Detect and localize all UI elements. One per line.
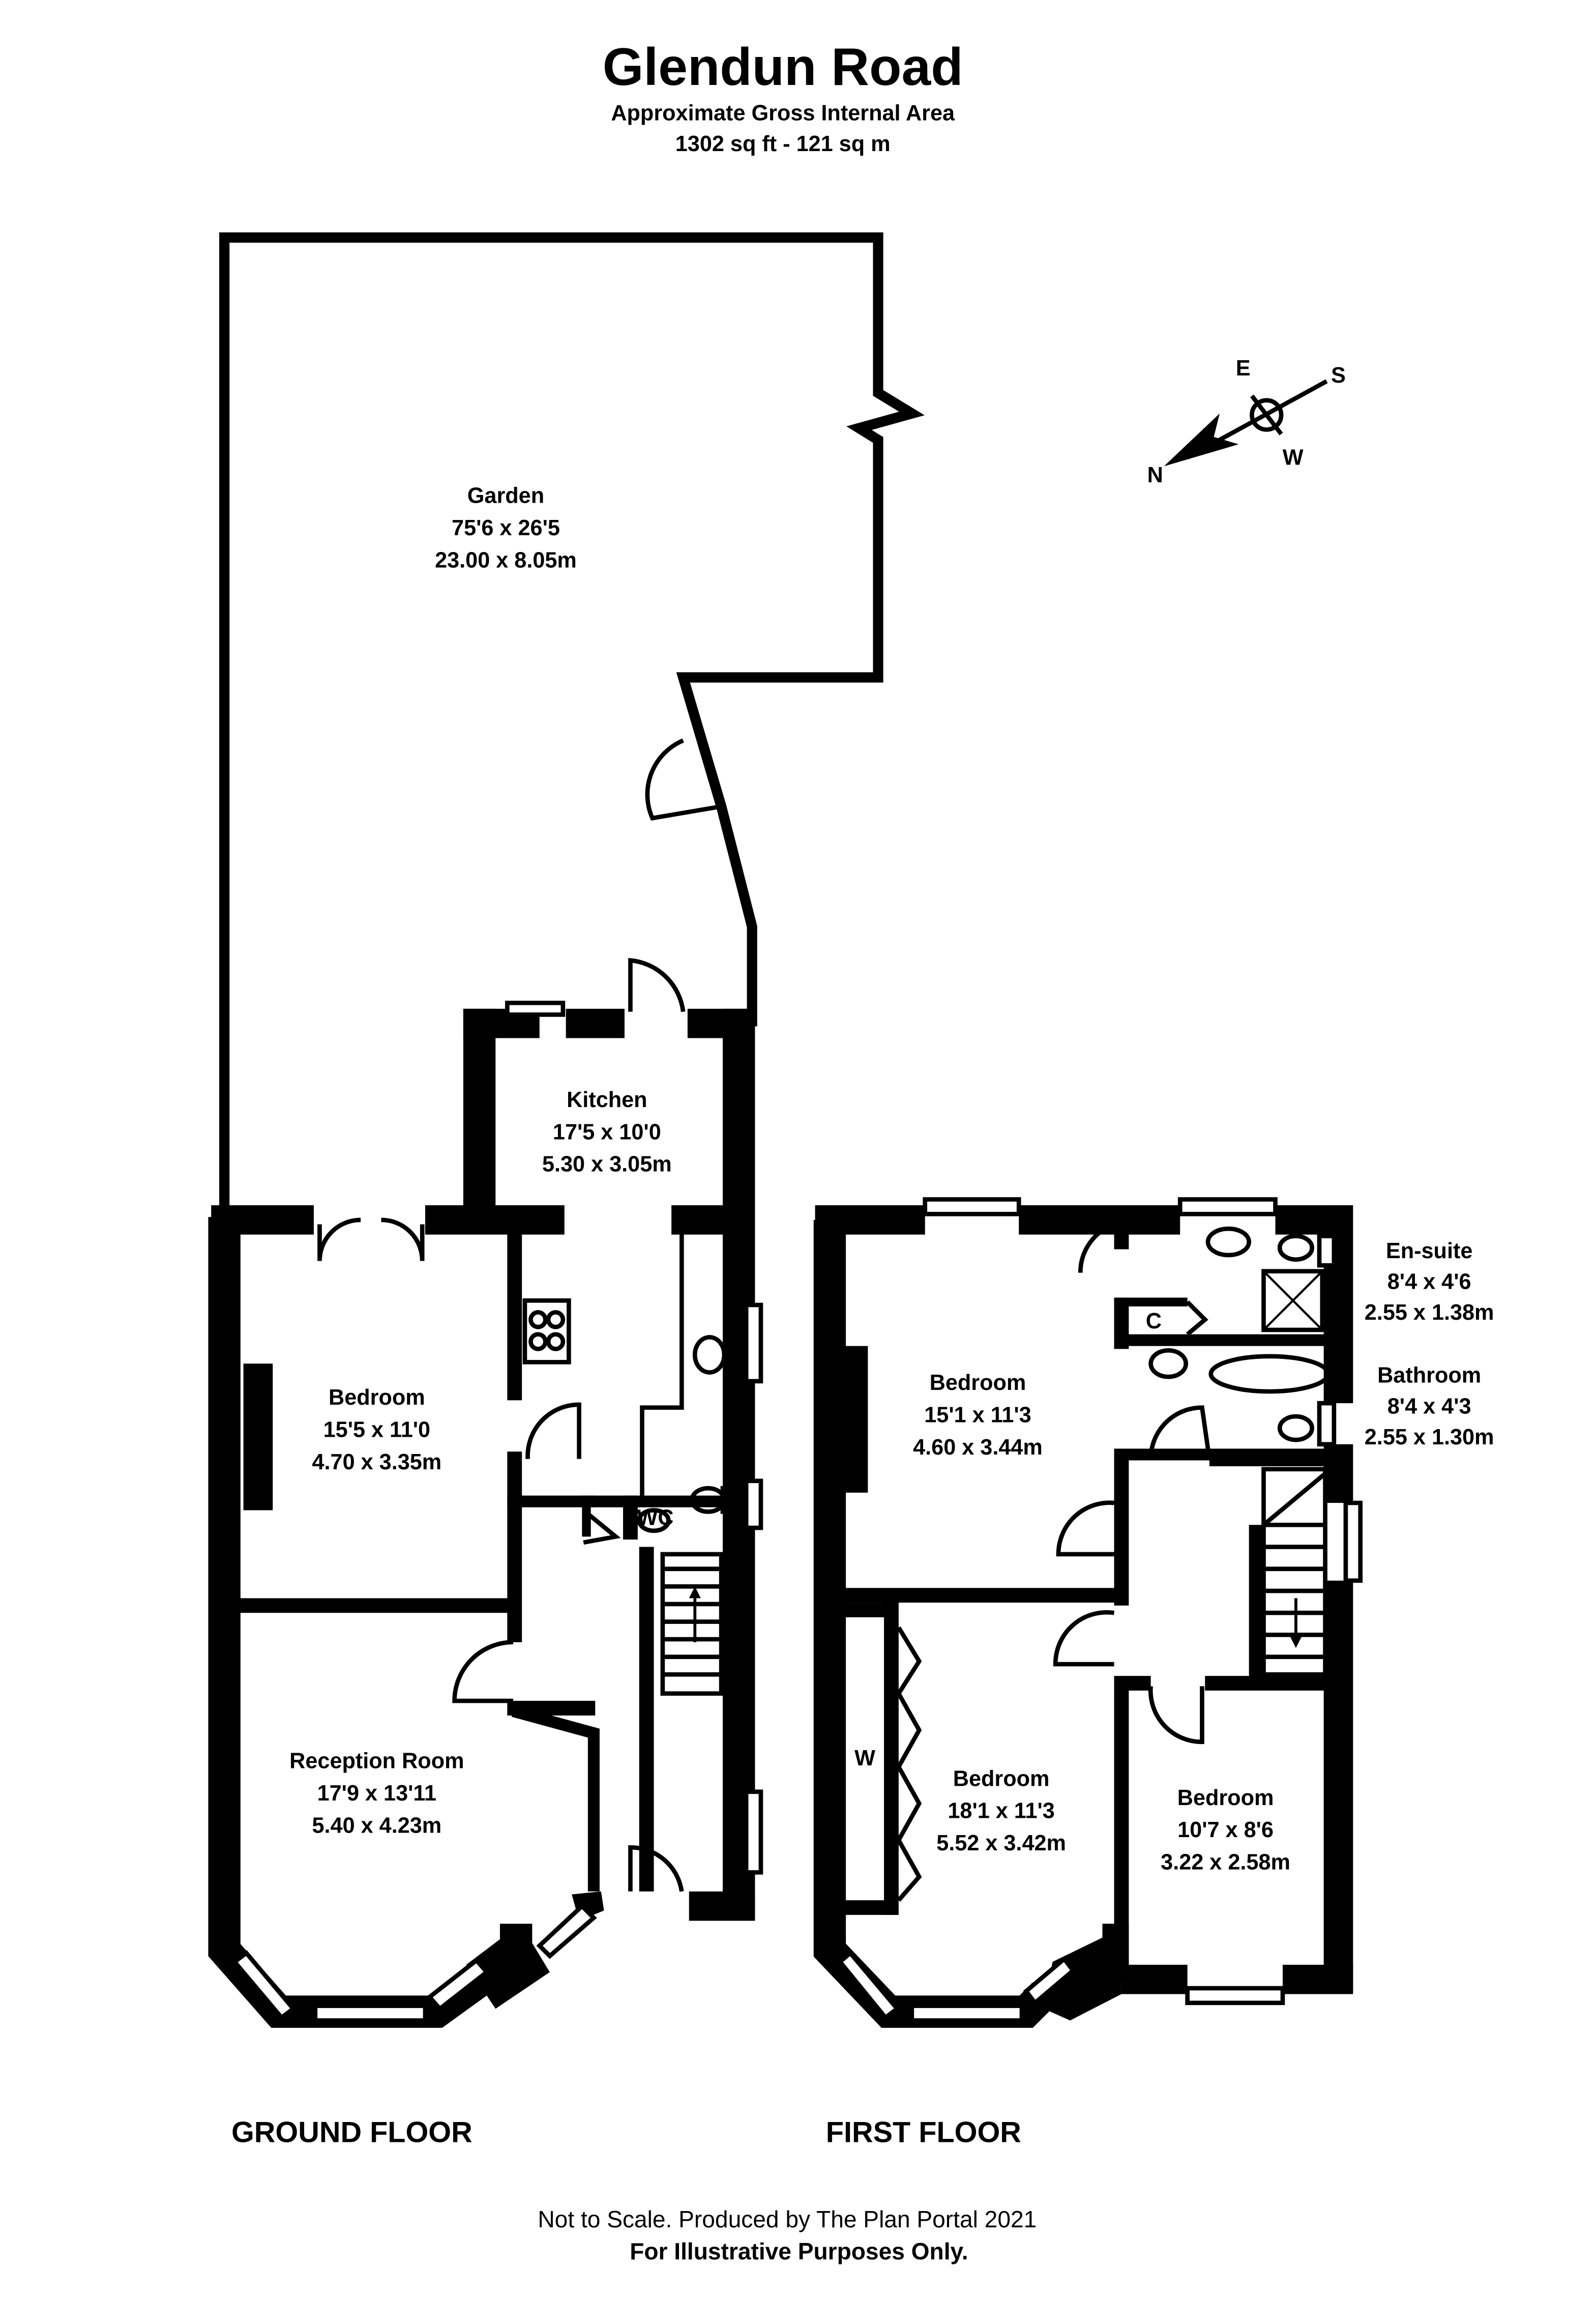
cupboard-label: C — [1146, 1309, 1162, 1333]
kitchen-metric: 5.30 x 3.05m — [542, 1152, 672, 1177]
compass-s: S — [1331, 363, 1346, 388]
bedroom1-imperial: 15'1 x 11'3 — [924, 1403, 1031, 1428]
wc-label: WC — [637, 1505, 673, 1530]
bathroom-imperial: 8'4 x 4'3 — [1387, 1394, 1471, 1418]
compass-icon: N E S W — [1147, 356, 1346, 487]
bathroom-name: Bathroom — [1377, 1363, 1481, 1388]
cupboard-door — [1186, 1300, 1208, 1336]
page-title: Glendun Road — [603, 37, 963, 96]
reception-metric: 5.40 x 4.23m — [312, 1814, 442, 1838]
ensuite-door — [1078, 1222, 1115, 1273]
reception-door — [452, 1640, 513, 1703]
ground-floor-label: GROUND FLOOR — [231, 2116, 472, 2149]
bedroom3-name: Bedroom — [1177, 1786, 1274, 1810]
sink-icon — [692, 1335, 727, 1375]
bedroom1-door — [1056, 1500, 1114, 1557]
wc-door — [582, 1508, 621, 1545]
kitchen-door — [525, 1402, 581, 1459]
first-stairs — [1261, 1467, 1327, 1677]
bedroom-ground-name: Bedroom — [329, 1385, 425, 1410]
ensuite-toilet-icon — [1277, 1234, 1314, 1262]
bath-icon — [1208, 1354, 1331, 1394]
label-bedroom-3: Bedroom 10'7 x 8'6 3.22 x 2.58m — [1161, 1786, 1290, 1875]
ensuite-basin-icon — [1205, 1226, 1251, 1258]
bedroom3-door — [1148, 1686, 1204, 1745]
label-reception: Reception Room 17'9 x 13'11 5.40 x 4.23m — [289, 1749, 464, 1838]
basin-icon — [637, 1508, 671, 1533]
reception-name: Reception Room — [289, 1749, 464, 1774]
reception-imperial: 17'9 x 13'11 — [317, 1781, 436, 1806]
bedroom2-name: Bedroom — [953, 1766, 1050, 1791]
bathroom-basin-icon — [1148, 1348, 1189, 1379]
ground-floor: Garden 75'6 x 26'5 23.00 x 8.05m Kitchen… — [208, 232, 925, 2149]
bedroom1-name: Bedroom — [930, 1371, 1026, 1395]
garden-boundary — [219, 232, 925, 1210]
first-floor-label: FIRST FLOOR — [826, 2116, 1021, 2149]
ensuite-imperial: 8'4 x 4'6 — [1387, 1269, 1471, 1294]
first-floor: Bedroom 15'1 x 11'3 4.60 x 3.44m En-suit… — [813, 1197, 1494, 2149]
shower-icon — [1261, 1269, 1325, 1332]
garden-gate — [645, 738, 722, 821]
bedroom2-imperial: 18'1 x 11'3 — [948, 1799, 1054, 1823]
label-bedroom-2: Bedroom 18'1 x 11'3 5.52 x 3.42m — [936, 1766, 1066, 1855]
hall-wall — [511, 1705, 600, 1892]
label-kitchen: Kitchen 17'5 x 10'0 5.30 x 3.05m — [542, 1088, 672, 1177]
garden-name: Garden — [467, 484, 544, 508]
bathroom-metric: 2.55 x 1.30m — [1365, 1425, 1494, 1449]
bedroom2-door — [1053, 1610, 1115, 1667]
bathroom-door — [1148, 1405, 1212, 1460]
label-garden: Garden 75'6 x 26'5 23.00 x 8.05m — [435, 484, 577, 573]
ensuite-metric: 2.55 x 1.38m — [1365, 1300, 1494, 1325]
bedroom-ground-metric: 4.70 x 3.35m — [312, 1450, 442, 1474]
header: Glendun Road Approximate Gross Internal … — [603, 37, 963, 156]
area-label: Approximate Gross Internal Area — [611, 101, 955, 125]
bedroom3-metric: 3.22 x 2.58m — [1161, 1850, 1290, 1875]
bedroom3-imperial: 10'7 x 8'6 — [1177, 1818, 1274, 1842]
ensuite-name: En-suite — [1386, 1239, 1473, 1263]
garden-metric: 23.00 x 8.05m — [435, 548, 577, 572]
ground-exterior-wall — [208, 1217, 533, 2028]
compass-w: W — [1283, 446, 1304, 470]
front-door — [628, 1845, 684, 1892]
compass-e: E — [1236, 356, 1251, 381]
label-bedroom-1: Bedroom 15'1 x 11'3 4.60 x 3.44m — [913, 1371, 1043, 1460]
bedroom-ground-imperial: 15'5 x 11'0 — [323, 1417, 430, 1442]
footer: Not to Scale. Produced by The Plan Porta… — [538, 2206, 1037, 2264]
kitchen-back-door — [628, 957, 686, 1012]
hob-icon — [522, 1298, 571, 1364]
kitchen-imperial: 17'5 x 10'0 — [553, 1120, 661, 1144]
area-value: 1302 sq ft - 121 sq m — [675, 132, 891, 156]
footer-disclaimer: For Illustrative Purposes Only. — [630, 2238, 968, 2264]
kitchen-name: Kitchen — [567, 1088, 647, 1112]
bathroom-toilet-icon — [1277, 1414, 1314, 1442]
wardrobe-label: W — [854, 1746, 875, 1770]
wardrobe-doors — [896, 1626, 922, 1902]
bedroom2-metric: 5.52 x 3.42m — [936, 1831, 1066, 1855]
ground-stairs — [660, 1552, 724, 1696]
patio-doors — [317, 1217, 425, 1261]
label-bedroom-ground: Bedroom 15'5 x 11'0 4.70 x 3.35m — [312, 1385, 442, 1474]
bedroom1-metric: 4.60 x 3.44m — [913, 1435, 1043, 1460]
compass-n: N — [1147, 463, 1163, 487]
footer-note: Not to Scale. Produced by The Plan Porta… — [538, 2206, 1037, 2232]
label-bathroom: Bathroom 8'4 x 4'3 2.55 x 1.30m — [1365, 1363, 1494, 1449]
garden-imperial: 75'6 x 26'5 — [452, 516, 560, 540]
label-ensuite: En-suite 8'4 x 4'6 2.55 x 1.38m — [1365, 1239, 1494, 1325]
